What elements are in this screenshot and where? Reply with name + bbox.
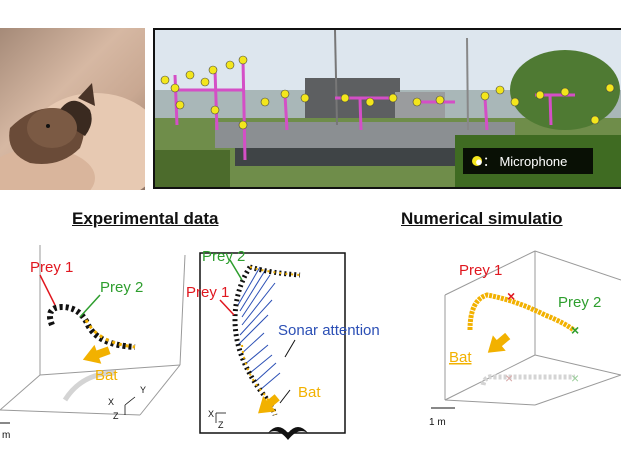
experimental-data-heading: Experimental data [72,209,219,228]
prey1-label: Prey 1 [186,284,229,301]
prey2-label: Prey 2 [100,279,143,296]
axis-x-label: X [208,409,214,419]
experimental-3d-trajectory-panel: Prey 1 Prey 2 Bat Y X Z m [0,245,186,441]
scale-label: 1 m [429,417,446,428]
prey2-label: Prey 2 [202,248,245,265]
bat-label: Bat [449,349,472,366]
svg-text:×: × [571,322,579,338]
svg-text:×: × [571,370,579,386]
sonar-attention-label: Sonar attention [278,322,380,339]
prey2-label: Prey 2 [558,294,601,311]
microphone-legend: ●： Microphone [475,154,567,169]
axis-z-label: Z [113,411,119,421]
svg-text:×: × [507,288,515,304]
field-microphone-array-photo: ●： Microphone [153,28,621,189]
prey1-label: Prey 1 [30,259,73,276]
axis-z-label: Z [218,420,224,430]
numerical-simulation-panel: × × × × Prey 1 Prey 2 Bat 1 m [429,250,621,428]
numerical-simulation-heading: Numerical simulatio [401,209,563,228]
bat-in-hand-photo [0,28,145,190]
axis-x-label: X [108,397,114,407]
axis-y-label: Y [140,385,146,395]
svg-text:×: × [505,370,513,386]
bat-label: Bat [95,367,118,384]
prey1-label: Prey 1 [459,262,502,279]
scale-label: m [2,430,10,441]
bat-label: Bat [298,384,321,401]
sonar-attention-panel: Prey 2 Prey 1 Sonar attention Bat X Z [186,248,380,440]
